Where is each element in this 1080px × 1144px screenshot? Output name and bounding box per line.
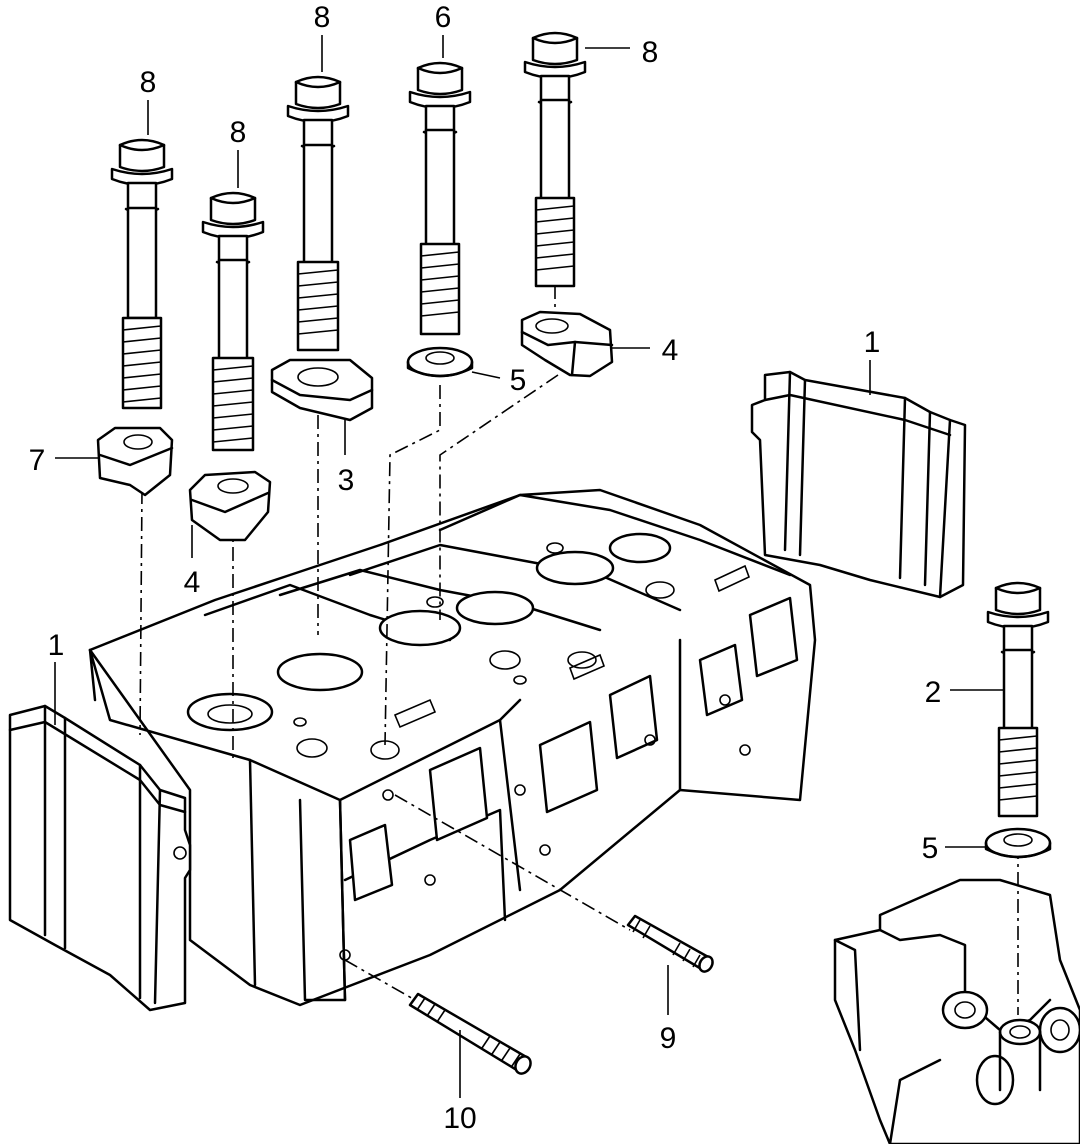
head-bolt-d	[408, 61, 472, 336]
callout-labels: 8 8 8 6 8 3 5 4 7 4 1 1 2 5 9 10	[29, 1, 942, 1135]
cylinder-head	[88, 488, 817, 1007]
callout-washer-5-right: 5	[922, 832, 939, 865]
callout-bolt-right: 2	[925, 676, 942, 709]
engine-block-fragment	[833, 878, 1080, 1144]
washer-5-right	[984, 827, 1052, 859]
callout-clamp-7: 7	[29, 444, 46, 477]
callout-clamp-4-right: 4	[662, 334, 679, 367]
head-bolt-a	[110, 138, 174, 410]
cover-plate-left	[8, 704, 192, 1012]
leader-lines	[54, 35, 1004, 1098]
washer-5-upper	[406, 346, 474, 378]
head-bolt-e	[523, 31, 587, 288]
callout-washer-3: 3	[338, 464, 355, 497]
clamp-plate-4-right	[520, 310, 614, 378]
stud-10	[408, 992, 532, 1075]
callout-bolt-e: 8	[642, 36, 659, 69]
callout-bolt-c: 8	[314, 1, 331, 34]
clamp-plate-4-left	[188, 470, 272, 542]
head-bolt-c	[286, 75, 350, 352]
callout-bolt-a: 8	[140, 66, 157, 99]
bolt-right	[986, 581, 1050, 818]
alignment-lines	[139, 285, 1019, 1015]
callout-bolt-b: 8	[230, 116, 247, 149]
callout-stud-10: 10	[443, 1102, 476, 1135]
stud-9	[626, 914, 714, 973]
callout-clamp-4-left: 4	[184, 566, 201, 599]
head-bolt-b	[201, 191, 265, 452]
cover-plate-right	[750, 370, 967, 599]
callout-washer-5-upper: 5	[510, 364, 527, 397]
callout-bolt-d: 6	[435, 1, 452, 34]
washer-plate-3	[270, 358, 374, 422]
clamp-plate-7	[96, 426, 174, 497]
callout-cover-left: 1	[48, 629, 65, 662]
callout-stud-9: 9	[660, 1022, 677, 1055]
callout-cover-right: 1	[864, 326, 881, 359]
